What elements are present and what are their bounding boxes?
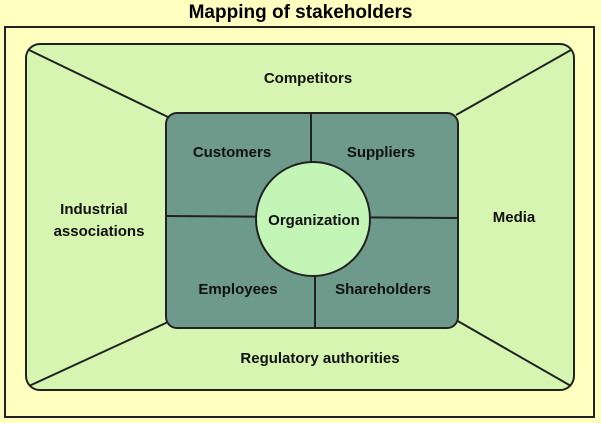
diagram-title: Mapping of stakeholders	[188, 2, 413, 23]
label-employees: Employees	[198, 281, 277, 298]
label-competitors: Competitors	[264, 70, 352, 87]
label-suppliers: Suppliers	[347, 144, 415, 161]
label-organization: Organization	[268, 212, 360, 229]
label-industrial-associations-line-2: associations	[54, 223, 145, 240]
connector-top-left	[28, 49, 169, 118]
label-media: Media	[493, 209, 536, 226]
label-industrial-associations: Industrial associations	[54, 201, 145, 240]
organization-circle	[255, 161, 371, 277]
label-industrial-associations-line-1: Industrial	[60, 201, 128, 218]
connector-top-right	[455, 49, 572, 116]
label-shareholders: Shareholders	[335, 281, 431, 298]
label-regulatory-authorities: Regulatory authorities	[240, 350, 399, 367]
label-customers: Customers	[193, 144, 271, 161]
connector-bottom-right	[455, 319, 572, 387]
connector-bottom-left	[28, 321, 169, 387]
